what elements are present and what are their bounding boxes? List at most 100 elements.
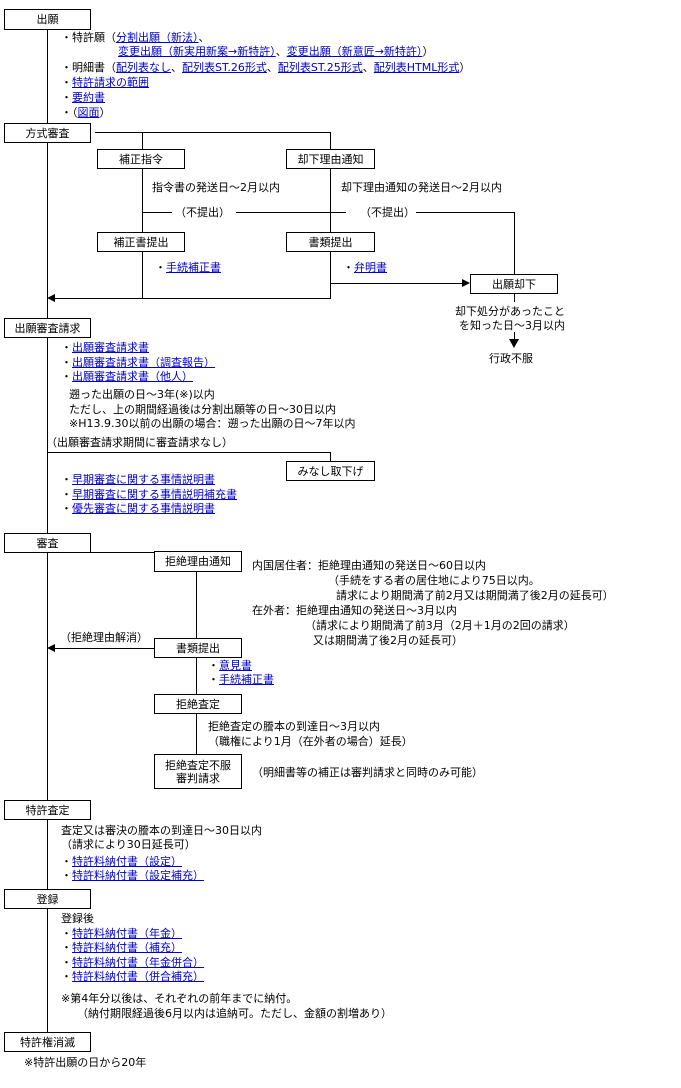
app-sep1: 、 <box>199 31 210 44</box>
link-accelerated-exam-supp[interactable]: 早期審査に関する事情説明補充書 <box>72 488 237 501</box>
link-fee-combined-supp[interactable]: 特許料納付書（併合補充） <box>72 970 204 983</box>
link-st26[interactable]: 配列表ST.26形式 <box>182 61 267 74</box>
app-line6: ・（図面） <box>61 106 111 119</box>
reg-after: 登録後 <box>61 912 94 925</box>
domestic-1: 内国居住者：拒絶理由通知の発送日～60日以内 <box>252 559 486 572</box>
app-line1: ・特許願（分割出願（新法）、 <box>61 31 210 44</box>
app-bullet4: ・ <box>61 91 72 104</box>
accel-bullet3: ・ <box>61 502 72 515</box>
link-exam-request-other[interactable]: 出願審査請求書（他人） <box>72 370 193 383</box>
arrowhead-to-rejected <box>462 279 470 287</box>
arrowhead-admin-appeal <box>509 339 519 348</box>
accel-bullet1: ・ <box>61 473 72 486</box>
req-rule3: ※H13.9.30以前の出願の場合：遡った出願の日～7年以内 <box>69 417 355 430</box>
reg-bullet4: ・ <box>61 970 72 983</box>
arrowhead-return-main <box>47 294 55 302</box>
formality-exam-box: 方式審査 <box>4 123 91 143</box>
req-rule2: ただし、上の期間経過後は分割出願等の日～30日以内 <box>69 403 336 416</box>
link-fee-supplement[interactable]: 特許料納付書（補充） <box>72 941 182 954</box>
admin-appeal: 行政不服 <box>489 352 533 365</box>
expl-bullet: ・ <box>343 261 354 274</box>
app-line5: ・要約書 <box>61 91 105 104</box>
not-submitted-2: （不提出） <box>360 206 415 219</box>
document-submit-box: 書類提出 <box>286 232 375 252</box>
link-exam-procedural-amendment[interactable]: 手続補正書 <box>219 673 274 686</box>
req-bullet1: ・ <box>61 341 72 354</box>
link-abstract[interactable]: 要約書 <box>72 91 105 104</box>
link-fee-annual[interactable]: 特許料納付書（年金） <box>72 927 182 940</box>
refusal-note-2: （職権により1月（在外者の場合）延長） <box>208 735 413 748</box>
req-bullet3: ・ <box>61 370 72 383</box>
grant-fee-line1: ・特許料納付書（設定） <box>61 855 182 868</box>
link-conversion-design[interactable]: 変更出願（新意匠→新特許） <box>287 45 423 58</box>
reg-note1: ※第4年分以後は、それぞれの前年までに納付。 <box>61 992 297 1005</box>
refusal-reason-notice-box: 拒絶理由通知 <box>154 551 242 572</box>
app-close1: ） <box>422 45 433 58</box>
grant-bullet2: ・ <box>61 869 72 882</box>
opinion-line: ・意見書 <box>208 659 252 672</box>
reg-bullet2: ・ <box>61 941 72 954</box>
patent-decision-box: 特許査定 <box>4 800 91 820</box>
appeal-box-line1: 拒絶査定不服 <box>165 759 231 772</box>
accel-line2: ・早期審査に関する事情説明補充書 <box>61 488 237 501</box>
application-rejected-box: 出願却下 <box>470 274 558 294</box>
link-conversion-utility[interactable]: 変更出願（新実用新案→新特許） <box>118 45 276 58</box>
link-explanation[interactable]: 弁明書 <box>354 261 387 274</box>
link-drawings[interactable]: 図面 <box>78 106 100 119</box>
document-submit-exam-box: 書類提出 <box>154 638 242 658</box>
app-bullet3: ・ <box>61 76 72 89</box>
link-exam-request[interactable]: 出願審査請求書 <box>72 341 149 354</box>
req-rule1: 遡った出願の日～3年(※)以内 <box>69 388 215 401</box>
reg-line3: ・特許料納付書（年金併合） <box>61 956 204 969</box>
grant-line2: （請求により30日延長可） <box>61 838 196 851</box>
refusal-cancelled: （拒絶理由解消） <box>60 631 148 644</box>
reg-bullet1: ・ <box>61 927 72 940</box>
rejection-notice-box: 却下理由通知 <box>286 149 375 169</box>
link-exam-request-report[interactable]: 出願審査請求書（調査報告） <box>72 356 215 369</box>
domestic-3: 請求により期間満了前2月又は期間満了後2月の延長可） <box>336 589 614 602</box>
link-fee-setting[interactable]: 特許料納付書（設定） <box>72 855 182 868</box>
amendment-submit-box: 補正書提出 <box>97 232 185 252</box>
app-bullet1: ・特許願（ <box>61 31 116 44</box>
app-line3: ・明細書（配列表なし、配列表ST.26形式、配列表ST.25形式、配列表HTML… <box>61 61 470 74</box>
link-fee-setting-supp[interactable]: 特許料納付書（設定補充） <box>72 869 204 882</box>
exam-amend-bullet: ・ <box>208 673 219 686</box>
app-bullet5: ・（ <box>61 106 78 119</box>
reg-note2: （納付期限経過後6月以内は追納可。ただし、金額の割増あり） <box>77 1007 392 1020</box>
link-html-format[interactable]: 配列表HTML形式 <box>374 61 460 74</box>
link-no-sequence[interactable]: 配列表なし <box>116 61 171 74</box>
link-st25[interactable]: 配列表ST.25形式 <box>278 61 363 74</box>
app-close2: ） <box>459 61 470 74</box>
link-written-opinion[interactable]: 意見書 <box>219 659 252 672</box>
reg-bullet3: ・ <box>61 956 72 969</box>
deemed-withdrawal-box: みなし取下げ <box>286 461 375 481</box>
link-procedural-amendment[interactable]: 手続補正書 <box>166 261 221 274</box>
examination-box: 審査 <box>4 533 91 553</box>
refusal-decision-box: 拒絶査定 <box>154 694 242 714</box>
order-deadline: 指令書の発送日～2月以内 <box>152 181 280 194</box>
link-claims[interactable]: 特許請求の範囲 <box>72 76 149 89</box>
accel-line1: ・早期審査に関する事情説明書 <box>61 473 215 486</box>
link-divisional[interactable]: 分割出願（新法） <box>116 31 199 44</box>
appeal-note: （明細書等の補正は審判請求と同時のみ可能） <box>252 766 483 779</box>
app-bullet5-suffix: ） <box>100 106 111 119</box>
application-box: 出願 <box>4 9 91 30</box>
extinction-note: ※特許出願の日から20年 <box>24 1056 146 1069</box>
grant-line1: 査定又は審決の謄本の到達日～30日以内 <box>61 824 262 837</box>
domestic-2: （手続をする者の居住地により75日以内。 <box>328 574 540 587</box>
registration-box: 登録 <box>4 889 91 909</box>
foreign-3: 又は期間満了後2月の延長可） <box>313 634 463 647</box>
appeal-box-line2: 審判請求 <box>176 772 220 785</box>
amendment-order-box: 補正指令 <box>97 149 185 169</box>
app-line2: 変更出願（新実用新案→新特許）、変更出願（新意匠→新特許）） <box>118 45 433 58</box>
app-bullet2: ・明細書（ <box>61 61 116 74</box>
reg-line1: ・特許料納付書（年金） <box>61 927 182 940</box>
proc-amend-line: ・手続補正書 <box>155 261 221 274</box>
app-sep5: 、 <box>363 61 374 74</box>
link-accelerated-exam[interactable]: 早期審査に関する事情説明書 <box>72 473 215 486</box>
proc-bullet: ・ <box>155 261 166 274</box>
link-fee-annual-combined[interactable]: 特許料納付書（年金併合） <box>72 956 204 969</box>
reg-line4: ・特許料納付書（併合補充） <box>61 970 204 983</box>
link-priority-exam[interactable]: 優先審査に関する事情説明書 <box>72 502 215 515</box>
explanation-line: ・弁明書 <box>343 261 387 274</box>
